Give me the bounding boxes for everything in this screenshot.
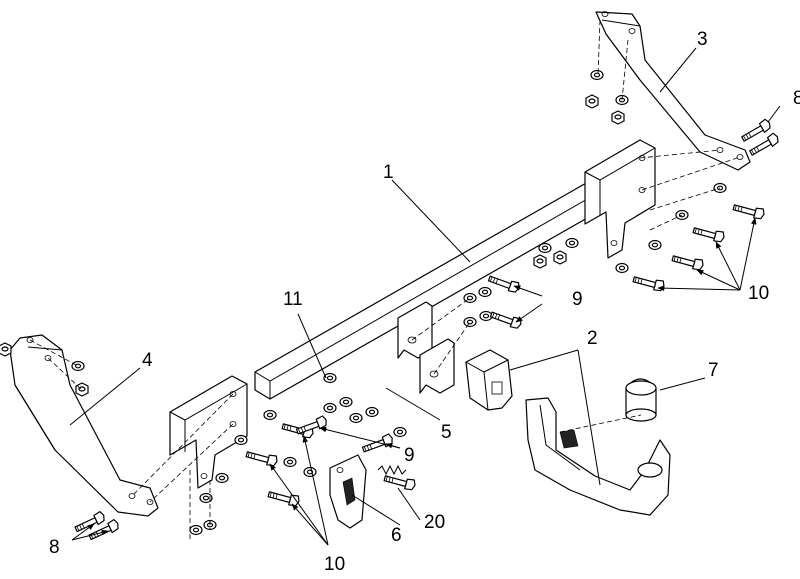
- alignment-lines: [29, 19, 741, 540]
- socket-bracket: [329, 454, 367, 529]
- callout-20: 20: [424, 512, 445, 533]
- left-side-arm: [9, 334, 159, 517]
- spring: [377, 464, 407, 476]
- leader-lines: [69, 47, 781, 546]
- callout-11: 11: [283, 289, 303, 310]
- callout-9-upper: 9: [572, 289, 583, 310]
- callout-5: 5: [441, 422, 452, 443]
- callout-7: 7: [708, 360, 719, 381]
- callout-10-left: 10: [324, 554, 345, 575]
- cross-beam: [169, 139, 656, 489]
- tow-ball-cap: [625, 378, 657, 422]
- right-side-arm: [595, 11, 751, 171]
- callout-2: 2: [587, 328, 598, 349]
- callout-3: 3: [697, 29, 708, 50]
- callout-8-right: 8: [793, 88, 800, 109]
- callout-4: 4: [142, 350, 153, 371]
- ball-mount: [525, 397, 671, 516]
- callout-10-right: 10: [748, 283, 769, 304]
- callout-8-left: 8: [49, 537, 60, 558]
- callout-9-lower: 9: [404, 445, 415, 466]
- socket-plate: [465, 349, 513, 411]
- callout-1: 1: [383, 162, 394, 183]
- callout-labels: 1 2 3 4 5 6 7 8 8 9 9 10 10 11 20: [49, 29, 800, 575]
- callout-6: 6: [391, 525, 402, 546]
